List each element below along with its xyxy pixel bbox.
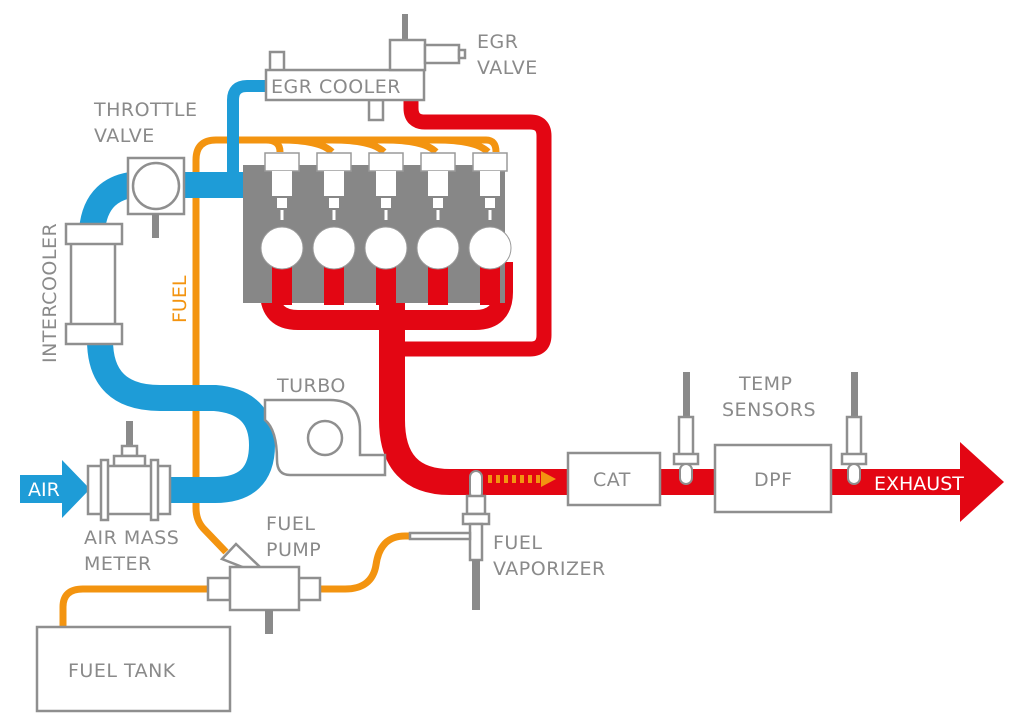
injector-body (428, 171, 448, 196)
injector-top (472, 152, 508, 172)
fuel-vaporizer: FUEL VAPORIZER (408, 470, 606, 610)
injector-body (324, 171, 344, 196)
cylinder (468, 226, 512, 270)
injector-nozzle (381, 198, 391, 208)
fuel-injection-flow-arrow (488, 471, 556, 487)
turbo-label: TURBO (276, 375, 346, 397)
injector-body (376, 171, 396, 196)
injector-top (368, 152, 404, 172)
fuel-vaporizer-line (320, 532, 410, 593)
catalytic-converter: CAT (566, 451, 662, 507)
air-label: AIR (28, 479, 60, 501)
fuel-rail-loop-3 (331, 136, 387, 155)
fuel-vaporizer-label-1: FUEL (493, 532, 542, 554)
intercooler: INTERCOOLER (39, 222, 124, 363)
egr-cooler: EGR COOLER (264, 50, 426, 122)
fuel-pump: FUEL PUMP (206, 513, 322, 634)
dpf-label: DPF (754, 469, 793, 491)
fuel-rail-loop-4 (383, 136, 439, 155)
fuel-label: FUEL (169, 275, 191, 323)
injector-nozzle (277, 198, 287, 208)
intercooler-label: INTERCOOLER (39, 223, 61, 363)
fuel-rail-loop-2 (279, 136, 335, 155)
cat-label: CAT (593, 469, 631, 491)
egr-cooler-label: EGR COOLER (271, 76, 401, 98)
injector-top (316, 152, 352, 172)
turbo: TURBO (263, 375, 387, 477)
exhaust-label: EXHAUST (874, 473, 964, 495)
throttle-valve: THROTTLE VALVE (93, 99, 198, 238)
injector-top (420, 152, 456, 172)
fuel-vaporizer-label-2: VAPORIZER (493, 558, 606, 580)
egr-valve-label-1: EGR (477, 31, 518, 53)
exhaust-path: EXHAUST (260, 100, 1004, 522)
injector-nozzle (329, 198, 339, 208)
fuel-tank: FUEL TANK (35, 625, 232, 713)
temp-sensors-label-2: SENSORS (722, 399, 816, 421)
fuel-tank-label: FUEL TANK (68, 660, 176, 682)
injector-top (264, 152, 300, 172)
injector-spray (332, 210, 336, 220)
fuel-rail-loop-1 (265, 136, 284, 153)
injector-spray (488, 210, 492, 220)
exhaust-outlet-arrow (960, 442, 1004, 522)
air-mass-meter-label-2: METER (84, 553, 152, 575)
egr-valve-label-2: VALVE (477, 57, 538, 79)
cylinder (260, 226, 304, 270)
egr-exhaust-loop (400, 100, 552, 357)
injector-nozzle (485, 198, 495, 208)
fuel-supply-line (192, 136, 500, 555)
cylinder (312, 226, 356, 270)
temp-sensor-1 (672, 372, 700, 485)
air-inlet-arrow: AIR (20, 460, 90, 518)
injector-body (480, 171, 500, 196)
throttle-valve-label-2: VALVE (94, 125, 155, 147)
throttle-valve-label-1: THROTTLE (93, 99, 198, 121)
engine-block (243, 152, 512, 305)
exhaust-manifold-collector (260, 262, 513, 330)
diesel-particulate-filter: DPF (713, 443, 833, 514)
fuel-rail-loop-5 (435, 136, 491, 155)
injector-spray (280, 210, 284, 220)
fuel-tank-line (59, 585, 212, 627)
egr-return-duct (227, 80, 272, 182)
exhaust-manifold-trunk (379, 270, 960, 495)
egr-valve: EGR VALVE (388, 14, 538, 79)
fuel-lines (59, 136, 500, 627)
fuel-pump-label-2: PUMP (266, 539, 321, 561)
cylinder (416, 226, 460, 270)
air-mass-meter: AIR MASS METER (84, 421, 179, 575)
temp-sensor-2 (840, 372, 868, 485)
injector-nozzle (433, 198, 443, 208)
temp-sensors-label-1: TEMP (738, 373, 792, 395)
air-duct-lower (87, 339, 276, 503)
cylinder (364, 226, 408, 270)
injector-body (272, 171, 292, 196)
injector-spray (436, 210, 440, 220)
injector-spray (384, 210, 388, 220)
air-mass-meter-label-1: AIR MASS (84, 527, 179, 549)
fuel-pump-label-1: FUEL (266, 513, 315, 535)
